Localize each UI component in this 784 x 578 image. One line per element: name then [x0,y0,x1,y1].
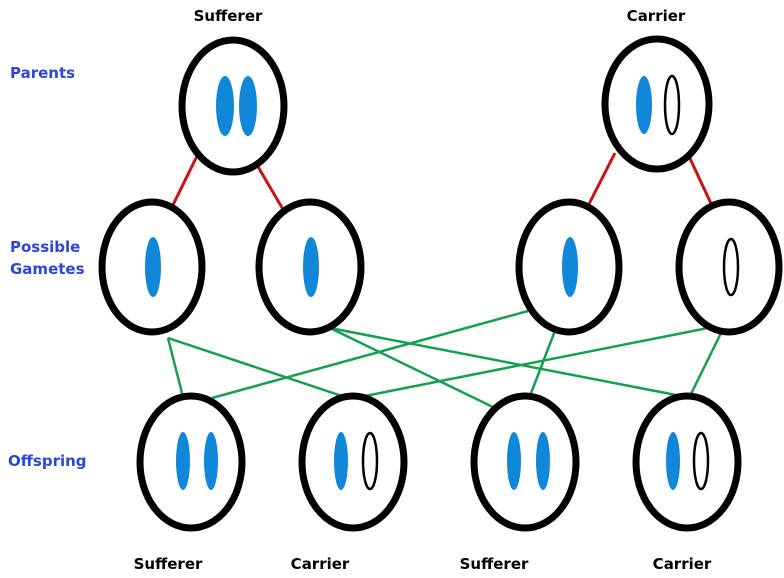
chromosome-recessive [176,432,190,490]
offspring-2-label: Carrier [290,555,350,573]
chromosome-dominant [722,237,740,297]
chromosome-recessive [636,76,652,134]
chromosome-dominant [361,431,379,491]
gamete-to-offspring-line [688,330,724,397]
row-label-offspring: Offspring [8,452,87,470]
chromosome-recessive [216,76,234,136]
chromosome-recessive [536,432,550,490]
chromosome-recessive [562,237,578,297]
parent-to-gamete-line [255,164,286,212]
parent-to-gamete-line [685,151,716,211]
chromosome-recessive [334,432,348,490]
offspring-4-label: Carrier [652,555,712,573]
gamete-to-offspring-line [329,326,498,411]
chromosome-recessive [145,237,161,297]
row-label-parents: Parents [10,64,76,82]
row-label-possible: Possible [10,238,81,256]
parent-right-label: Carrier [626,7,686,25]
gamete-to-offspring-line [166,337,185,398]
parent-carrier-cell [601,35,713,173]
offspring-carrier-1-cell [298,392,408,532]
gamete-to-offspring-line [167,336,349,400]
chromosome-recessive [204,432,218,490]
gamete-to-offspring-line [528,327,558,397]
gamete-to-offspring-line [364,325,714,398]
chromosome-dominant [692,431,710,491]
parent-to-gamete-line [170,153,200,208]
chromosome-recessive [303,237,319,297]
row-label-gametes: Gametes [10,260,85,278]
gamete-to-offspring-line [329,326,677,397]
gamete-to-offspring-line [211,309,529,400]
chromosome-recessive [666,432,680,490]
offspring-sufferer-1-cell [136,392,246,532]
chromosome-dominant [663,74,681,136]
parent-left-label: Sufferer [193,7,263,25]
offspring-sufferer-2-cell [470,392,580,532]
offspring-1-label: Sufferer [133,555,203,573]
parent-to-gamete-line [587,152,617,205]
chromosome-recessive [507,432,521,490]
offspring-3-label: Sufferer [459,555,529,573]
offspring-carrier-2-cell [632,392,742,532]
chromosome-recessive [239,76,257,136]
